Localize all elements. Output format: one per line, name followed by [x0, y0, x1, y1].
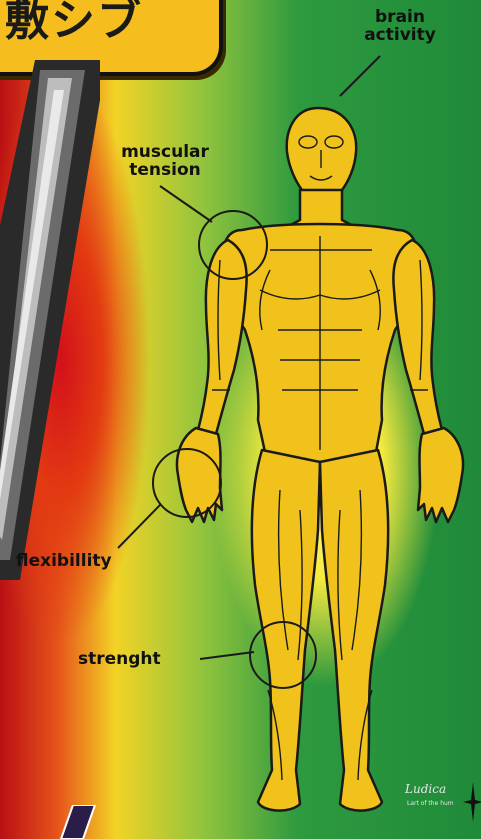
label-strength: strenght: [78, 649, 188, 669]
label-flexibility: flexibillity: [16, 551, 146, 571]
logo-text: Ludica: [405, 782, 467, 796]
logo-star-icon: [463, 782, 481, 822]
label-muscular-tension: muscular tension: [100, 143, 230, 179]
banner-title: 敷シブ: [0, 0, 174, 52]
label-brain-activity: brain activity: [345, 8, 455, 44]
ludica-logo: Ludica Lart of the hum: [405, 782, 481, 822]
corner-slash-mark: [55, 805, 105, 839]
device-edge-graphic: [0, 60, 100, 580]
anatomy-figure: [150, 90, 481, 839]
logo-subtext: Lart of the hum: [407, 800, 467, 807]
